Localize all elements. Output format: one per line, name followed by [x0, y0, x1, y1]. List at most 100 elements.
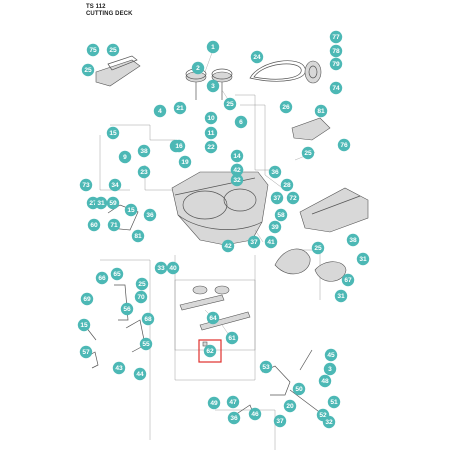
callout-77[interactable]: 77 [329, 30, 343, 44]
callout-25[interactable]: 25 [81, 63, 95, 77]
callout-37[interactable]: 37 [270, 191, 284, 205]
callout-39[interactable]: 39 [268, 220, 282, 234]
callout-67[interactable]: 67 [341, 273, 355, 287]
callout-11[interactable]: 11 [204, 126, 218, 140]
callout-31[interactable]: 31 [334, 289, 348, 303]
callout-label: 46 [251, 411, 259, 418]
callout-64[interactable]: 64 [206, 311, 220, 325]
callout-31[interactable]: 31 [94, 196, 108, 210]
callout-45[interactable]: 45 [324, 348, 338, 362]
callout-26[interactable]: 26 [279, 100, 293, 114]
callout-76[interactable]: 76 [337, 138, 351, 152]
callout-23[interactable]: 23 [137, 165, 151, 179]
callout-50[interactable]: 50 [292, 382, 306, 396]
callout-label: 26 [282, 104, 290, 111]
callout-71[interactable]: 71 [107, 218, 121, 232]
callout-circle [337, 138, 351, 152]
belt-shield-right-part [291, 117, 331, 141]
callout-25[interactable]: 25 [223, 97, 237, 111]
callout-34[interactable]: 34 [108, 178, 122, 192]
callout-38[interactable]: 38 [346, 233, 360, 247]
callout-circle [80, 292, 94, 306]
callout-15[interactable]: 15 [124, 203, 138, 217]
callout-label: 78 [332, 48, 340, 55]
callout-38[interactable]: 38 [137, 144, 151, 158]
callout-circle [221, 239, 235, 253]
callout-15[interactable]: 15 [77, 318, 91, 332]
callout-61[interactable]: 61 [225, 331, 239, 345]
callout-36[interactable]: 36 [227, 411, 241, 425]
callout-21[interactable]: 21 [173, 101, 187, 115]
callout-68[interactable]: 68 [141, 312, 155, 326]
callout-44[interactable]: 44 [133, 367, 147, 381]
callout-69[interactable]: 69 [80, 292, 94, 306]
callout-72[interactable]: 72 [286, 191, 300, 205]
callout-55[interactable]: 55 [139, 337, 153, 351]
callout-22[interactable]: 22 [204, 140, 218, 154]
callout-66[interactable]: 66 [95, 271, 109, 285]
callout-53[interactable]: 53 [259, 360, 273, 374]
callout-2[interactable]: 2 [191, 61, 205, 75]
callout-4[interactable]: 4 [153, 104, 167, 118]
callout-79[interactable]: 79 [329, 57, 343, 71]
callout-circle [346, 233, 360, 247]
callout-62[interactable]: 62 [203, 344, 217, 358]
callout-36[interactable]: 36 [268, 165, 282, 179]
callout-32[interactable]: 32 [322, 415, 336, 429]
callout-81[interactable]: 81 [131, 229, 145, 243]
callout-25[interactable]: 25 [135, 277, 149, 291]
callout-3[interactable]: 3 [206, 79, 220, 93]
pulley-assembly-part [185, 68, 233, 100]
callout-9[interactable]: 9 [118, 150, 132, 164]
callout-25[interactable]: 25 [106, 43, 120, 57]
callout-16[interactable]: 16 [172, 139, 186, 153]
callout-6[interactable]: 6 [234, 115, 248, 129]
callout-14[interactable]: 14 [230, 149, 244, 163]
callout-59[interactable]: 59 [106, 196, 120, 210]
callout-20[interactable]: 20 [283, 399, 297, 413]
callout-40[interactable]: 40 [166, 261, 180, 275]
callout-60[interactable]: 60 [87, 218, 101, 232]
callout-circle [94, 196, 108, 210]
callout-label: 33 [157, 265, 165, 272]
callout-label: 68 [144, 316, 152, 323]
callout-31[interactable]: 31 [356, 252, 370, 266]
callout-circle [108, 178, 122, 192]
callout-78[interactable]: 78 [329, 44, 343, 58]
callout-57[interactable]: 57 [79, 345, 93, 359]
callout-51[interactable]: 51 [327, 395, 341, 409]
callout-49[interactable]: 49 [207, 396, 221, 410]
callout-73[interactable]: 73 [79, 178, 93, 192]
callout-24[interactable]: 24 [250, 50, 264, 64]
callout-37[interactable]: 37 [273, 414, 287, 428]
callout-10[interactable]: 10 [204, 111, 218, 125]
callout-75[interactable]: 75 [86, 43, 100, 57]
callout-label: 59 [109, 200, 117, 207]
callout-19[interactable]: 19 [178, 155, 192, 169]
callout-65[interactable]: 65 [110, 267, 124, 281]
callout-label: 3 [211, 83, 215, 90]
callout-3[interactable]: 3 [323, 362, 337, 376]
callout-42[interactable]: 42 [221, 239, 235, 253]
callout-25[interactable]: 25 [311, 241, 325, 255]
callout-58[interactable]: 58 [274, 208, 288, 222]
callout-32[interactable]: 32 [230, 173, 244, 187]
callout-47[interactable]: 47 [226, 395, 240, 409]
callout-25[interactable]: 25 [301, 146, 315, 160]
callout-37[interactable]: 37 [247, 235, 261, 249]
callout-46[interactable]: 46 [248, 407, 262, 421]
callout-15[interactable]: 15 [106, 126, 120, 140]
callout-56[interactable]: 56 [120, 302, 134, 316]
callout-28[interactable]: 28 [280, 178, 294, 192]
callout-41[interactable]: 41 [264, 235, 278, 249]
callout-48[interactable]: 48 [318, 374, 332, 388]
callout-81[interactable]: 81 [314, 104, 328, 118]
callout-42[interactable]: 42 [230, 163, 244, 177]
callout-33[interactable]: 33 [154, 261, 168, 275]
callout-43[interactable]: 43 [112, 361, 126, 375]
callout-70[interactable]: 70 [134, 290, 148, 304]
callout-1[interactable]: 1 [206, 40, 220, 54]
callout-label: 36 [146, 212, 154, 219]
callout-36[interactable]: 36 [143, 208, 157, 222]
callout-74[interactable]: 74 [329, 81, 343, 95]
